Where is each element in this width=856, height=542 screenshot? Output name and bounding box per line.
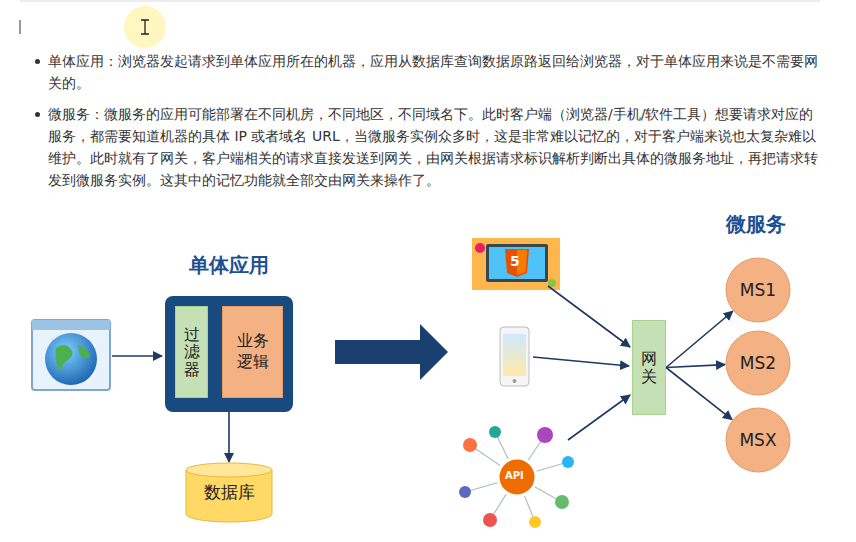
bullet-text: 单体应用：浏览器发起请求到单体应用所在的机器，应用从数据库查询数据原路返回给浏览… bbox=[48, 50, 823, 94]
api-network-image bbox=[459, 426, 574, 528]
top-rule bbox=[20, 1, 820, 2]
service-circle: MSX bbox=[725, 407, 791, 473]
service-circle: MS2 bbox=[725, 330, 791, 396]
bullet-dot bbox=[35, 59, 40, 64]
phone-image bbox=[500, 327, 529, 386]
node-text: 数据库 bbox=[204, 481, 255, 504]
bullet-text: 微服务：微服务的应用可能部署在不同机房，不同地区，不同域名下。此时客户端（浏览器… bbox=[48, 103, 823, 191]
logic-box: 业务逻辑 bbox=[222, 306, 283, 398]
cursor-highlight bbox=[124, 6, 166, 48]
node-text: 业务逻辑 bbox=[235, 331, 271, 373]
app-container: 单体应用过滤器业务逻辑 bbox=[165, 296, 293, 412]
node-text: MS2 bbox=[740, 353, 776, 373]
filter-box: 过滤器 bbox=[175, 306, 208, 398]
node-text: MS1 bbox=[740, 280, 776, 300]
browser-arrow bbox=[112, 355, 162, 357]
client-arrow bbox=[568, 395, 630, 440]
bullet-dot bbox=[35, 112, 40, 117]
group-title: 微服务 bbox=[726, 211, 786, 238]
transition-arrow bbox=[335, 324, 448, 380]
service-circle: MS1 bbox=[725, 257, 791, 323]
text-cursor bbox=[20, 20, 21, 34]
connector-arrow bbox=[666, 365, 725, 368]
client-arrow bbox=[533, 357, 629, 366]
gateway-box: 网关 bbox=[632, 320, 666, 415]
browser-icon bbox=[32, 320, 110, 390]
logo-digit: 5 bbox=[510, 253, 520, 269]
database-cylinder: 数据库 bbox=[185, 462, 273, 522]
node-text: 过滤器 bbox=[184, 326, 200, 379]
connector-arrow bbox=[228, 412, 230, 462]
html5-image bbox=[472, 238, 560, 290]
ibeam-cursor bbox=[141, 20, 149, 34]
node-text: 网关 bbox=[641, 350, 657, 385]
connector-arrow bbox=[666, 368, 732, 420]
node-text: MSX bbox=[739, 430, 776, 450]
client-arrow bbox=[548, 286, 630, 347]
container-heading: 单体应用 bbox=[165, 252, 293, 279]
api-text: API bbox=[505, 470, 524, 481]
connector-arrow bbox=[666, 311, 733, 367]
